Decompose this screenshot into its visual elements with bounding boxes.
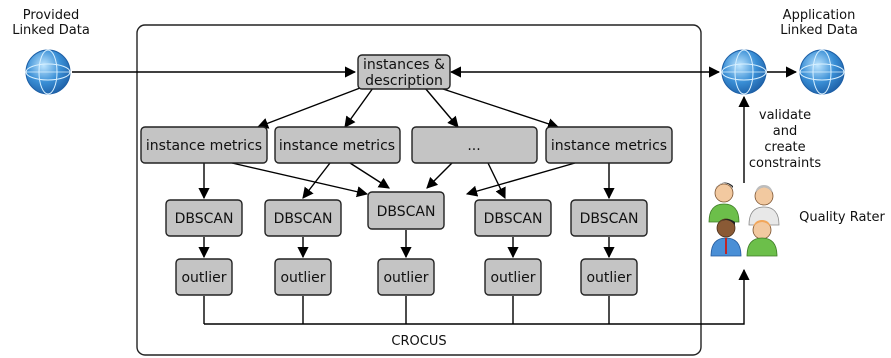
instance-metrics-label: instance metrics bbox=[279, 138, 395, 154]
instance-metrics-box-4: instance metrics bbox=[545, 126, 673, 164]
instances-label-line2: description bbox=[365, 73, 443, 89]
globe-icon bbox=[25, 49, 71, 95]
validate-label-line2: and bbox=[773, 124, 797, 139]
dbscan-box-4: DBSCAN bbox=[474, 199, 552, 237]
outlier-box-3: outlier bbox=[377, 258, 435, 296]
outlier-label: outlier bbox=[586, 270, 631, 286]
instance-metrics-label: instance metrics bbox=[551, 138, 667, 154]
outlier-label: outlier bbox=[490, 270, 535, 286]
outlier-label: outlier bbox=[383, 270, 428, 286]
outlier-label: outlier bbox=[280, 270, 325, 286]
dbscan-box-center: DBSCAN bbox=[367, 191, 445, 230]
ellipsis-box: ... bbox=[411, 126, 538, 164]
quality-rater-label: Quality Rater bbox=[799, 210, 885, 225]
crocus-frame bbox=[136, 24, 702, 356]
instances-description-box: instances & description bbox=[357, 54, 451, 90]
instances-label-line1: instances & bbox=[363, 57, 445, 73]
outlier-box-2: outlier bbox=[274, 258, 332, 296]
dbscan-label: DBSCAN bbox=[580, 211, 639, 227]
outlier-label: outlier bbox=[181, 270, 226, 286]
provided-label-line1: Provided bbox=[23, 8, 79, 23]
outlier-box-4: outlier bbox=[484, 258, 542, 296]
users-icon bbox=[708, 182, 780, 257]
ellipsis-label: ... bbox=[467, 138, 480, 154]
validate-label-line3: create bbox=[764, 140, 805, 155]
validate-label-line1: validate bbox=[759, 108, 811, 123]
instance-metrics-box-1: instance metrics bbox=[140, 126, 268, 164]
instance-metrics-box-2: instance metrics bbox=[274, 126, 401, 164]
outlier-box-5: outlier bbox=[580, 258, 638, 296]
outlier-box-1: outlier bbox=[175, 258, 233, 296]
dbscan-box-5: DBSCAN bbox=[570, 199, 648, 237]
validate-label-line4: constraints bbox=[749, 156, 821, 171]
dbscan-box-2: DBSCAN bbox=[264, 199, 342, 237]
crocus-label: CROCUS bbox=[391, 334, 446, 349]
instance-metrics-label: instance metrics bbox=[146, 138, 262, 154]
provided-label-line2: Linked Data bbox=[12, 23, 90, 38]
globe-icon bbox=[799, 49, 845, 95]
dbscan-label: DBSCAN bbox=[274, 211, 333, 227]
edges bbox=[72, 66, 798, 325]
application-label-line1: Application bbox=[783, 8, 856, 23]
application-label-line2: Linked Data bbox=[780, 23, 858, 38]
dbscan-label: DBSCAN bbox=[484, 211, 543, 227]
dbscan-label: DBSCAN bbox=[175, 211, 234, 227]
dbscan-label: DBSCAN bbox=[377, 204, 436, 220]
globe-icon bbox=[721, 49, 767, 95]
dbscan-box-1: DBSCAN bbox=[165, 199, 243, 237]
